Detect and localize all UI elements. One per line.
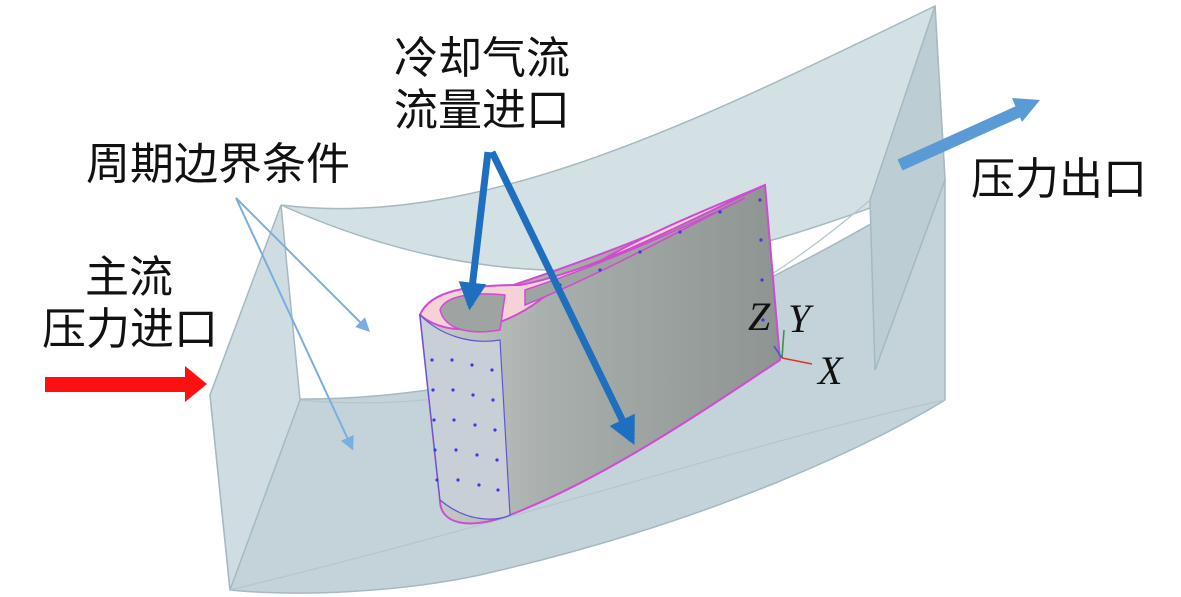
main-inlet-label-line2: 压力进口 <box>42 304 218 355</box>
periodic-boundary-arrows <box>235 197 370 451</box>
film-cooling-holes <box>430 198 765 492</box>
blade-top-cap <box>418 184 766 331</box>
z-axis-label: Z <box>748 294 771 339</box>
y-axis-label: Y <box>788 296 811 341</box>
domain-back-line <box>229 399 946 591</box>
z-axis-line <box>773 345 783 359</box>
pressure-outlet-arrow <box>897 98 1040 171</box>
x-axis-line <box>781 357 813 365</box>
coolant-arrow-rear <box>488 150 636 446</box>
main-inlet-arrow <box>45 366 207 402</box>
periodic-arrow-lower <box>235 197 354 451</box>
blade-leading-edge <box>419 313 511 520</box>
cooling-channel-rear <box>524 197 746 307</box>
periodic-arrow-upper <box>235 197 370 332</box>
axis-triad <box>773 329 813 365</box>
y-axis-line <box>781 329 785 359</box>
blade-pressure-side <box>418 183 782 525</box>
main-inlet-label-line1: 主流 <box>85 252 173 303</box>
coolant-arrow-front <box>458 151 492 311</box>
cooling-channel-front <box>439 293 506 333</box>
domain-top-face <box>280 4 946 272</box>
domain-right-face <box>869 5 946 371</box>
coolant-inlet-arrows <box>458 150 636 446</box>
periodic-boundary-label: 周期边界条件 <box>86 139 350 190</box>
coolant-inlet-label-line2: 流量进口 <box>394 85 570 136</box>
coolant-inlet-label-line1: 冷却气流 <box>394 33 570 84</box>
x-axis-label: X <box>818 348 843 393</box>
pressure-outlet-label: 压力出口 <box>971 154 1147 205</box>
turbine-blade <box>418 183 782 525</box>
